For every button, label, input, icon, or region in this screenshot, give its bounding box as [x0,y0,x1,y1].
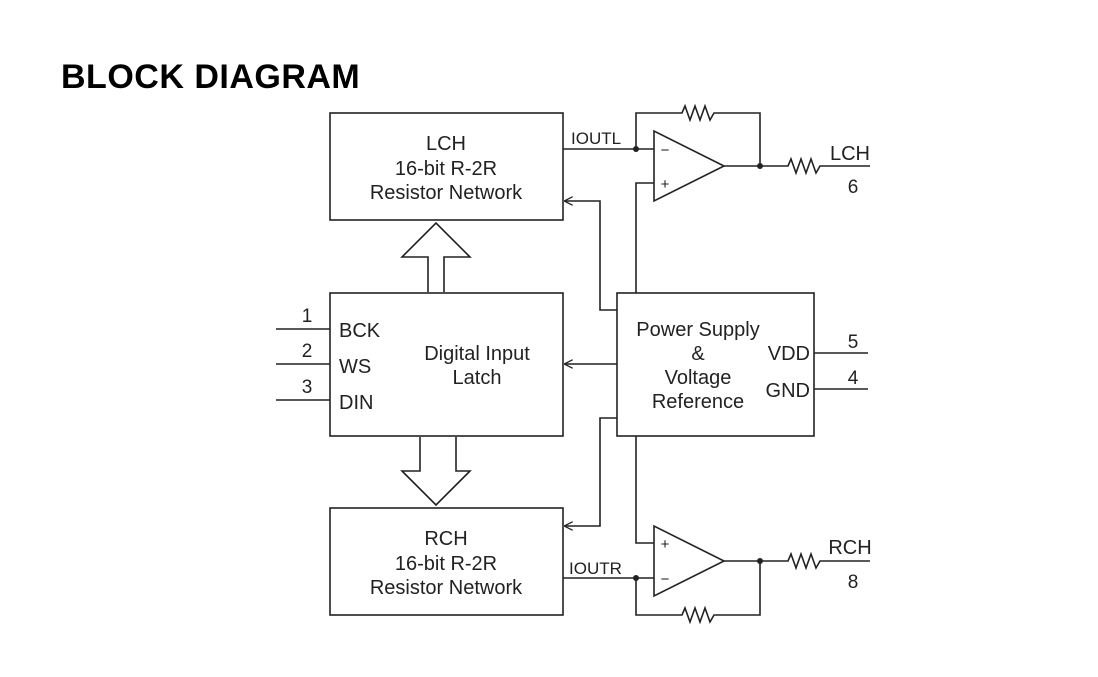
lch-block-desc: Resistor Network [370,182,523,204]
lch-output-stage: IOUTL − + LCH 6 [563,103,870,203]
lch-resistor-network-block: LCH 16-bit R-2R Resistor Network [329,112,564,221]
lch-opamp-plus-feed [635,182,654,293]
reference-feeds [565,201,617,526]
lch-feedback-resistor [635,103,761,166]
power-supply-block: Power Supply & Voltage Reference VDD GND… [616,292,868,437]
rch-opamp-plus-feed [635,436,654,544]
rch-opamp-plus: + [661,536,670,553]
digital-input-latch-block: BCK WS DIN Digital Input Latch [329,292,564,437]
page-title: BLOCK DIAGRAM [61,58,361,96]
lch-opamp-minus: − [661,142,670,159]
power-reference: Reference [652,391,744,413]
lch-output-resistor [760,156,870,176]
power-ampersand: & [691,343,705,365]
bck-label: BCK [339,320,381,342]
lch-opamp-triangle [653,129,726,203]
rch-block-desc: Resistor Network [370,577,523,599]
gnd-label: GND [766,380,810,402]
rch-opamp-minus: − [661,571,670,588]
ws-label: WS [339,356,371,378]
lch-block-subtitle: 16-bit R-2R [395,158,497,180]
pin-5-number: 5 [848,332,859,353]
lch-block-title: LCH [426,133,466,155]
pin-8-number: 8 [848,572,859,593]
rch-block-subtitle: 16-bit R-2R [395,553,497,575]
bus-arrow-down [400,437,472,507]
input-pins: 1 2 3 [276,306,330,401]
pin-1-number: 1 [302,306,313,327]
rch-output-stage: IOUTR + − RCH 8 [563,524,872,625]
rch-feedback-resistor [635,561,761,625]
rch-output-resistor [760,551,870,571]
pin-6-number: 6 [848,177,859,198]
rch-block-title: RCH [424,528,467,550]
rch-resistor-network-block: RCH 16-bit R-2R Resistor Network [329,507,564,616]
pin-3-number: 3 [302,377,313,398]
lch-opamp-plus: + [661,176,670,193]
latch-subtitle: Latch [453,367,502,389]
lch-output-label: LCH [830,143,870,165]
din-label: DIN [339,392,373,414]
ioutl-label: IOUTL [571,129,621,148]
bus-arrow-up [400,221,472,292]
ioutr-label: IOUTR [569,559,622,578]
power-title: Power Supply [636,319,759,341]
pin-2-number: 2 [302,341,313,362]
rch-output-label: RCH [828,537,871,559]
rch-opamp-triangle [653,524,726,598]
pin-4-number: 4 [848,368,859,389]
vdd-label: VDD [768,343,810,365]
power-voltage: Voltage [665,367,732,389]
latch-title: Digital Input [424,343,530,365]
